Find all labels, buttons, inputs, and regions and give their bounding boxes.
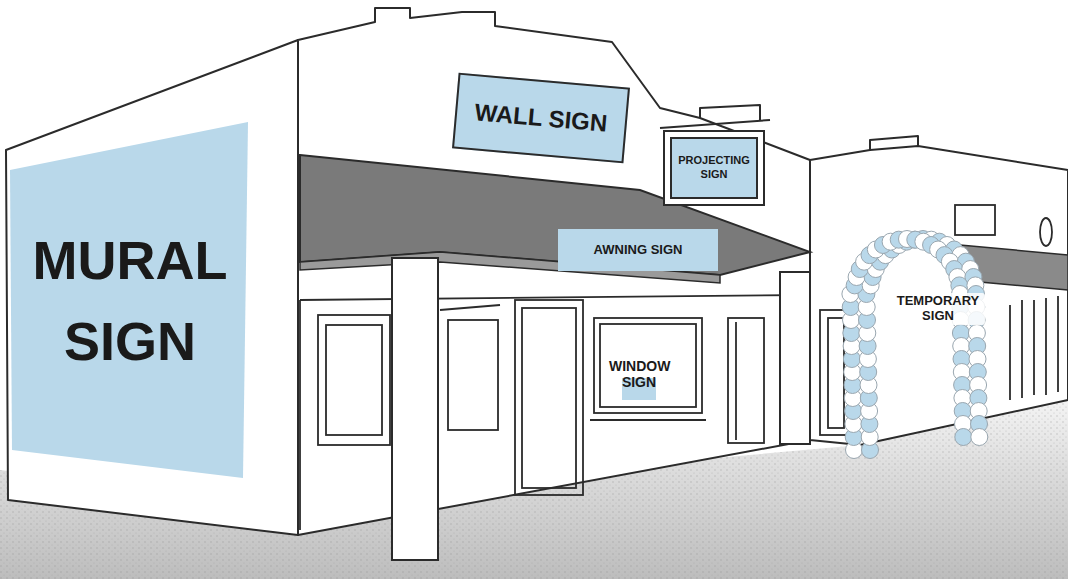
sign-label: AWNING SIGN <box>560 242 716 258</box>
building-outline <box>6 8 1068 535</box>
balloon <box>971 429 988 446</box>
awning-post <box>780 272 810 444</box>
window-sign: WINDOW SIGN <box>602 350 676 398</box>
temporary-sign: TEMPORARY SIGN <box>874 286 1002 332</box>
sign-label: WINDOW SIGN <box>609 358 669 390</box>
mural-sign: MURAL SIGN <box>10 120 250 482</box>
mural-fill <box>10 122 248 478</box>
sign-bracket <box>660 120 770 128</box>
wall-sign: WALL SIGN <box>452 73 630 164</box>
sign-label: WALL SIGN <box>460 97 622 140</box>
mural-panel <box>10 120 250 482</box>
awning-post <box>392 258 438 560</box>
sign-label: MURAL SIGN <box>30 220 230 382</box>
projecting-sign: PROJECTING SIGN <box>670 137 758 199</box>
sign-label: TEMPORARY SIGN <box>891 293 985 325</box>
awning-sign: AWNING SIGN <box>558 229 718 271</box>
balloon-arch <box>842 231 988 459</box>
sign-label: PROJECTING SIGN <box>674 154 754 182</box>
balloon <box>955 429 972 446</box>
projecting-sign-frame <box>664 131 764 205</box>
